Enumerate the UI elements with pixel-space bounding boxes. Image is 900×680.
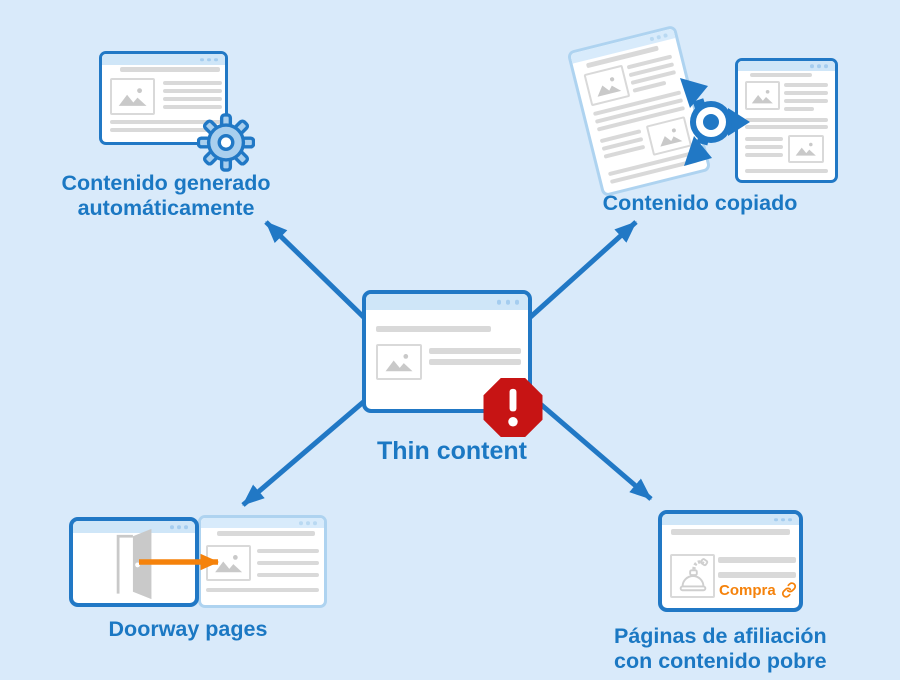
image-placeholder-icon (215, 555, 242, 573)
center-label: Thin content (377, 437, 527, 465)
doorway-front-window (69, 517, 199, 607)
image-placeholder (788, 135, 824, 163)
text-line (429, 348, 521, 354)
window-titlebar (738, 61, 835, 71)
window-titlebar (73, 521, 195, 533)
text-line (745, 169, 828, 173)
text-line (784, 99, 828, 103)
image-placeholder (110, 78, 155, 115)
copied-doc-tilted (566, 24, 712, 198)
image-placeholder-icon (659, 128, 682, 147)
affiliate-label-line1: Páginas de afiliación (614, 624, 827, 648)
text-line (745, 153, 783, 157)
auto-generated-window (99, 51, 228, 145)
text-line (257, 561, 319, 565)
text-line (718, 572, 796, 578)
image-placeholder (206, 545, 251, 581)
text-line (206, 588, 319, 592)
text-line (163, 89, 222, 93)
text-line (745, 137, 783, 141)
doorway-back-window (198, 515, 327, 608)
auto-generated-label-line2: automáticamente (77, 196, 255, 221)
affiliate-label-line2: con contenido pobre (614, 649, 827, 674)
window-controls-icon (810, 64, 828, 68)
text-line (120, 67, 220, 72)
window-controls-icon (170, 525, 188, 529)
doorway-label: Doorway pages (108, 617, 268, 641)
text-line (163, 81, 222, 85)
image-placeholder (745, 81, 780, 110)
chain-link-icon (781, 582, 796, 598)
copied-label: Contenido copiado (602, 191, 798, 215)
window-controls-icon (299, 521, 317, 525)
text-line (745, 118, 828, 122)
text-line (745, 125, 828, 129)
text-line (745, 145, 783, 149)
text-line (750, 73, 812, 77)
compra-link-label: Compra (719, 581, 776, 599)
window-controls-icon (649, 33, 668, 41)
window-controls-icon (774, 517, 792, 522)
window-controls-icon (496, 299, 519, 305)
image-placeholder (376, 344, 422, 380)
window-titlebar (102, 54, 225, 65)
affiliate-label: Páginas de afiliación con contenido pobr… (614, 624, 854, 675)
product-image-placeholder (670, 554, 715, 598)
window-titlebar (366, 294, 528, 310)
text-line (671, 529, 790, 535)
text-line (257, 573, 319, 577)
image-placeholder-icon (795, 143, 817, 157)
image-placeholder-icon (751, 89, 774, 103)
text-line (217, 531, 315, 536)
text-line (784, 107, 814, 111)
copied-doc-upright (735, 58, 838, 183)
text-line (784, 91, 828, 95)
image-placeholder-icon (118, 88, 147, 107)
text-line (163, 105, 222, 109)
image-placeholder-icon (597, 77, 621, 97)
window-controls-icon (200, 57, 218, 62)
copy-sync-icon (680, 78, 750, 166)
text-line (376, 326, 491, 332)
text-line (718, 557, 796, 563)
window-titlebar (662, 514, 799, 525)
affiliate-cta: Compra (719, 582, 797, 598)
auto-generated-label-line1: Contenido generado (61, 171, 271, 195)
gear-icon (197, 113, 255, 172)
product-icon (679, 558, 708, 592)
text-line (784, 83, 828, 87)
text-line (110, 128, 222, 132)
image-placeholder (583, 64, 631, 107)
text-line (429, 359, 521, 365)
warning-octagon-icon (483, 378, 543, 437)
text-line (163, 97, 222, 101)
image-placeholder-icon (385, 354, 413, 372)
window-titlebar (201, 518, 324, 528)
auto-generated-label: Contenido generado automáticamente (30, 171, 302, 222)
door-icon (116, 528, 152, 600)
text-line (257, 549, 319, 553)
affiliate-window: Compra (658, 510, 803, 612)
image-placeholder (645, 116, 693, 156)
text-line (110, 120, 222, 124)
